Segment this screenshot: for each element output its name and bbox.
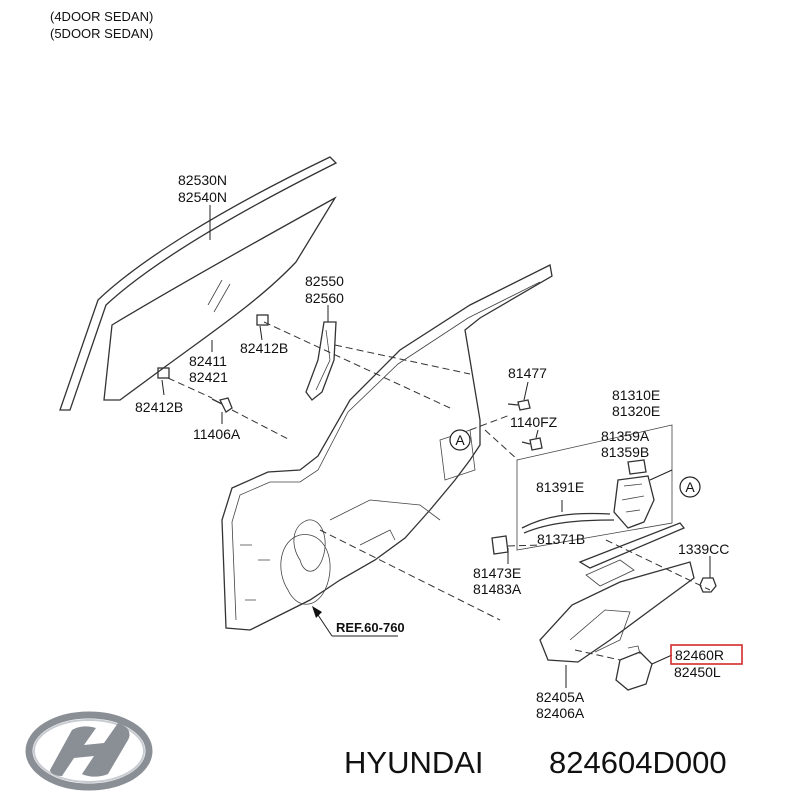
- label-82550: 82550: [305, 273, 344, 289]
- reference-arrow: [312, 606, 398, 637]
- label-81483a: 81483A: [473, 581, 522, 597]
- part-number: 824604D000: [549, 745, 727, 780]
- label-82405a: 82405A: [536, 689, 585, 705]
- leader-lines: [161, 205, 711, 688]
- lock-screw-part: [521, 437, 543, 451]
- latch-cable-part: [521, 512, 615, 534]
- label-82450l: 82450L: [674, 664, 721, 680]
- label-81359b: 81359B: [601, 444, 649, 460]
- label-1140fz: 1140FZ: [510, 414, 558, 430]
- door-glass: [59, 156, 338, 411]
- nut-part: [699, 577, 717, 593]
- connector-lines: [167, 321, 711, 661]
- label-82406a: 82406A: [536, 705, 585, 721]
- door-bolt-part: [507, 399, 531, 411]
- label-81477: 81477: [508, 365, 547, 381]
- label-82460r: 82460R: [675, 647, 724, 663]
- label-82530n: 82530N: [178, 172, 227, 188]
- label-11406a: 11406A: [193, 426, 241, 442]
- door-latch-part: [613, 475, 655, 529]
- brand-name: HYUNDAI: [344, 745, 484, 780]
- label-81359a: 81359A: [601, 428, 650, 444]
- label-81320e: 81320E: [612, 403, 660, 419]
- reference-label: REF.60-760: [336, 620, 405, 635]
- clip-upper-part: [256, 314, 269, 326]
- latch-assembly-box: [516, 424, 673, 551]
- svg-text:A: A: [685, 479, 695, 495]
- label-82540n: 82540N: [178, 189, 227, 205]
- label-82411: 82411: [189, 353, 227, 369]
- label-81310e: 81310E: [612, 387, 660, 403]
- glass-channel: [305, 321, 337, 401]
- window-regulator-part: [539, 522, 695, 663]
- label-81391e: 81391E: [536, 479, 584, 495]
- glass-bolt-part: [211, 397, 233, 413]
- actuator-part: [627, 459, 647, 475]
- label-1339cc: 1339CC: [678, 541, 729, 557]
- label-82412b-upper: 82412B: [240, 340, 288, 356]
- striker-part: [491, 535, 509, 555]
- label-82560: 82560: [305, 290, 344, 306]
- clip-lower-part: [157, 367, 170, 379]
- callout-a-latch: A: [679, 476, 701, 498]
- label-82412b-lower: 82412B: [135, 399, 183, 415]
- label-81473e: 81473E: [473, 565, 521, 581]
- svg-text:A: A: [455, 432, 465, 448]
- highlight-box-82460r: [670, 644, 743, 665]
- variant-4door-label: (4DOOR SEDAN): [50, 9, 153, 24]
- label-81371b: 81371B: [537, 531, 585, 547]
- door-inner-panel: [221, 264, 553, 631]
- variant-5door-label: (5DOOR SEDAN): [50, 26, 153, 41]
- hyundai-logo-icon: [25, 711, 153, 791]
- callout-a-door: A: [449, 429, 471, 451]
- label-82421: 82421: [189, 369, 228, 385]
- regulator-motor-part: [615, 645, 653, 691]
